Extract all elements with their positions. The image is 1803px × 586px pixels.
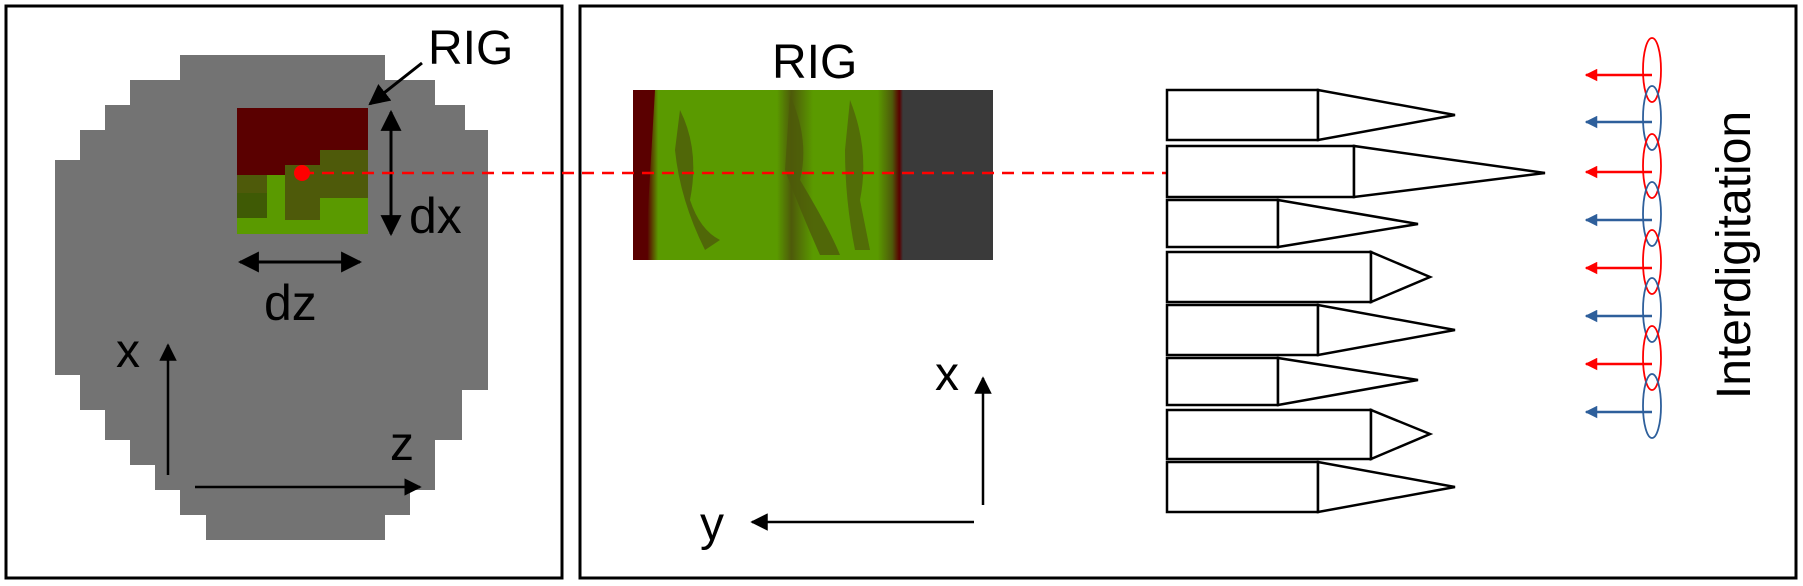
interdigitation-ellipses bbox=[1642, 37, 1662, 439]
axis-z-left-label: z bbox=[390, 418, 414, 471]
rig-center-dot bbox=[294, 165, 310, 181]
interdigitation-shapes bbox=[1165, 88, 1546, 514]
rig-pointer-arrow bbox=[368, 61, 423, 106]
dz-label: dz bbox=[264, 275, 317, 331]
interdigitation-label: Interdigitation bbox=[1708, 111, 1761, 399]
grey-cross-section bbox=[55, 55, 488, 540]
rig-label-left: RIG bbox=[428, 22, 513, 75]
axis-x-right-label: x bbox=[935, 348, 959, 401]
interdigitation-arrows bbox=[1584, 68, 1652, 419]
axis-y-right-label: y bbox=[700, 498, 724, 551]
axis-x-left-label: x bbox=[116, 325, 140, 378]
rig-image-strip bbox=[633, 90, 993, 260]
dx-label: dx bbox=[409, 188, 462, 244]
rig-label-top: RIG bbox=[772, 36, 857, 89]
